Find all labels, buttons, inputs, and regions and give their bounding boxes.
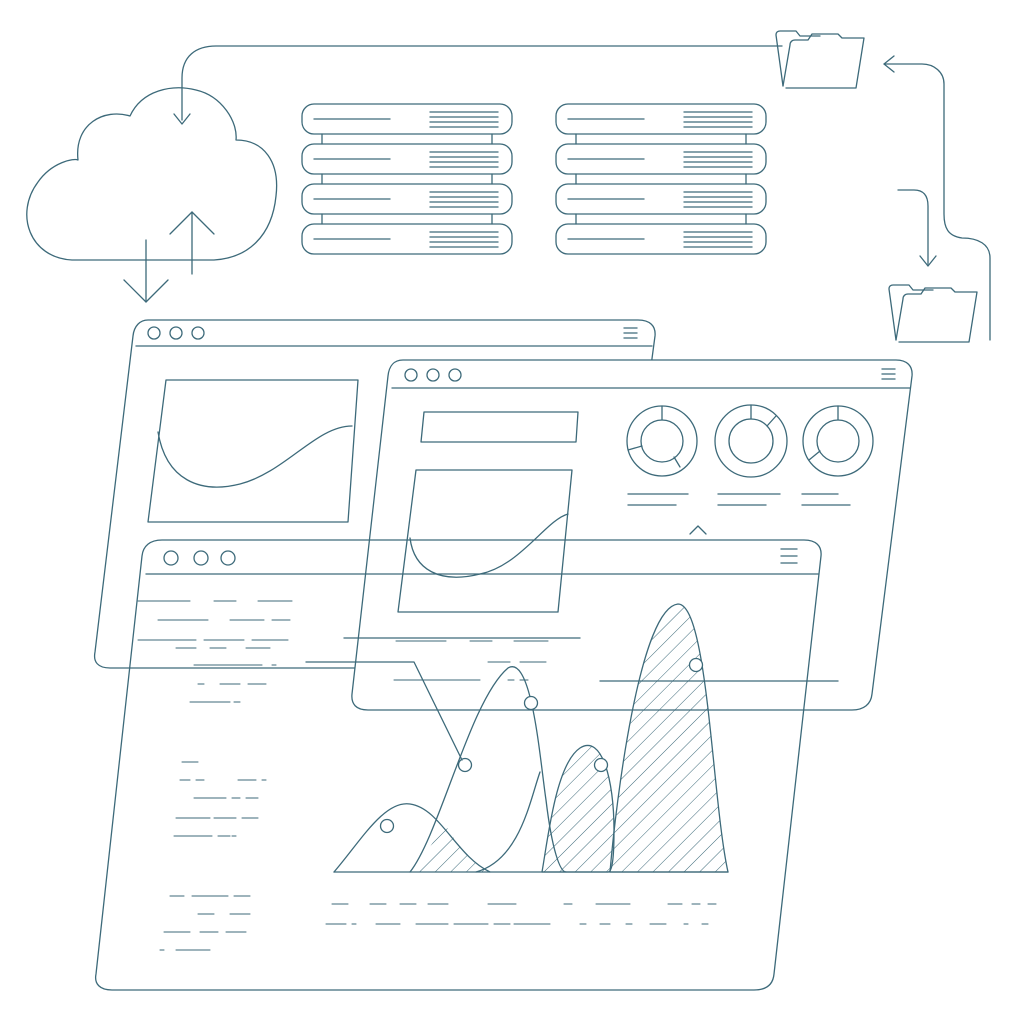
server-unit-body (555, 103, 767, 135)
curve-3 (475, 771, 541, 873)
donut-chart (626, 405, 698, 477)
server-unit (555, 143, 767, 185)
upload-arrow-icon (169, 211, 215, 275)
distribution-chart (305, 603, 839, 873)
cloud-icon (26, 87, 278, 261)
data-marker (523, 695, 539, 711)
curve-2 (409, 666, 567, 873)
server-unit (301, 143, 513, 185)
hatched-overlap-1 (416, 826, 488, 872)
folder-icon (888, 284, 978, 343)
callout-line (305, 661, 463, 761)
data-marker (593, 757, 609, 773)
server-unit-body (555, 223, 767, 255)
text-placeholder-lines (137, 600, 293, 951)
server-unit (555, 183, 767, 225)
data-marker (379, 818, 395, 834)
arrow-to-folder-icon (883, 55, 991, 341)
server-unit-body (301, 223, 513, 255)
server-unit-body (301, 103, 513, 135)
download-arrow-icon (173, 45, 783, 125)
server-unit (555, 223, 767, 255)
data-marker (457, 757, 473, 773)
data-marker (688, 657, 704, 673)
legend-placeholder-lines (325, 640, 717, 925)
download-arrow-icon (123, 239, 169, 303)
server-unit-body (555, 183, 767, 215)
menu-icon (780, 548, 798, 564)
donut-chart (714, 404, 788, 478)
browser-window-front (94, 539, 822, 991)
server-rack-icon (555, 103, 767, 255)
caret-up-icon (689, 525, 707, 535)
folder-icon (775, 30, 865, 89)
menu-icon (623, 327, 638, 339)
menu-icon (881, 368, 896, 380)
arrow-down-icon (897, 189, 937, 267)
server-rack-icon (301, 103, 513, 255)
server-unit (301, 103, 513, 145)
server-unit (555, 103, 767, 145)
server-unit-body (301, 183, 513, 215)
server-unit-body (555, 143, 767, 175)
curve-1 (333, 803, 491, 873)
server-unit (301, 183, 513, 225)
browser-window-middle (351, 359, 913, 711)
donut-chart (802, 405, 874, 477)
server-unit (301, 223, 513, 255)
server-unit-body (301, 143, 513, 175)
